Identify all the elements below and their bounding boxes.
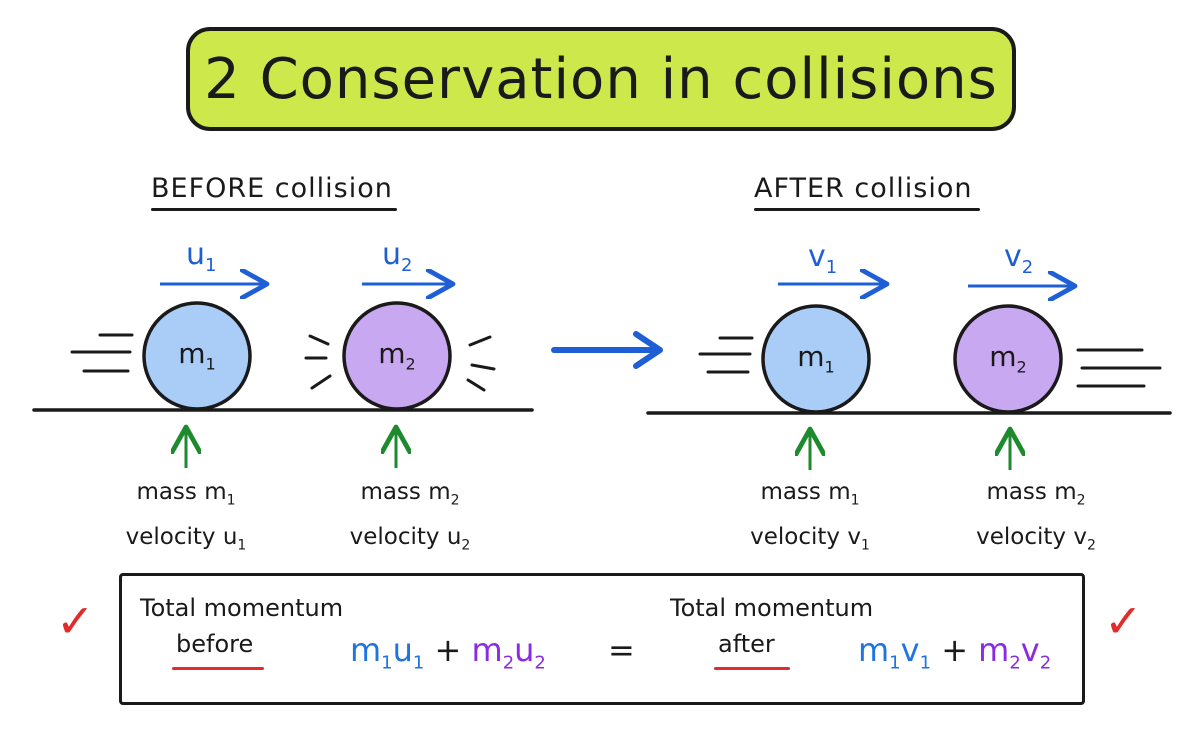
velocity-label-v1: v1 (808, 239, 838, 278)
motion-lines-after-ball2 (1076, 348, 1162, 388)
ball-m1-after (761, 304, 871, 414)
before-red-underline (172, 667, 264, 670)
caption-before-ball2: mass m2 velocity u2 (310, 474, 510, 563)
page-title: 2 Conservation in collisions (204, 46, 998, 112)
caption-mass: mass m2 (986, 479, 1086, 509)
ball-m2-after (953, 304, 1063, 414)
caption-velocity: velocity v2 (976, 523, 1096, 554)
velocity-label-v2: v2 (1004, 239, 1034, 278)
total-momentum-before-label: Total momentum (140, 594, 344, 622)
ball-label-m1-before: m1 (178, 337, 216, 374)
velocity-label-u1: u1 (186, 237, 217, 276)
motion-lines-after-ball1 (698, 336, 754, 374)
after-heading: AFTER collision (754, 173, 973, 204)
check-mark-icon: ✓ (56, 594, 95, 648)
caption-mass: mass m1 (760, 479, 860, 509)
motion-lines-before-ball1 (70, 333, 134, 373)
before-word: before (176, 630, 254, 658)
momentum-before-expression: m1u1 + m2u2 (350, 631, 546, 674)
after-heading-underline (754, 208, 980, 211)
ball-m2-before (342, 301, 452, 411)
after-word: after (718, 630, 775, 658)
ball-label-m1-after: m1 (797, 340, 835, 377)
caption-velocity: velocity u1 (125, 523, 247, 554)
before-heading-underline (151, 208, 397, 211)
caption-velocity: velocity u2 (349, 523, 471, 554)
impact-lines-before-ball2-left (304, 334, 332, 390)
before-heading: BEFORE collision (151, 173, 393, 204)
ball-label-m2-after: m2 (989, 340, 1027, 377)
title-banner: 2 Conservation in collisions (186, 27, 1016, 131)
caption-before-ball1: mass m1 velocity u1 (86, 474, 286, 563)
caption-mass: mass m1 (136, 479, 236, 509)
ball-m1-before (142, 301, 252, 411)
caption-mass: mass m2 (360, 479, 460, 509)
caption-after-ball1: mass m1 velocity v1 (710, 474, 910, 563)
velocity-label-u2: u2 (382, 237, 413, 276)
caption-after-ball2: mass m2 velocity v2 (936, 474, 1136, 563)
caption-velocity: velocity v1 (750, 523, 870, 554)
check-mark-icon: ✓ (1104, 594, 1143, 648)
momentum-equation-box: Total momentum before m1u1 + m2u2 = Tota… (119, 573, 1085, 705)
momentum-after-expression: m1v1 + m2v2 (858, 631, 1052, 674)
impact-lines-before-ball2-right (466, 335, 496, 392)
right-arrow-icon (551, 331, 663, 369)
total-momentum-after-label: Total momentum (670, 594, 874, 622)
ball-label-m2-before: m2 (378, 337, 416, 374)
after-red-underline (714, 667, 790, 670)
equals-sign: = (608, 631, 635, 669)
